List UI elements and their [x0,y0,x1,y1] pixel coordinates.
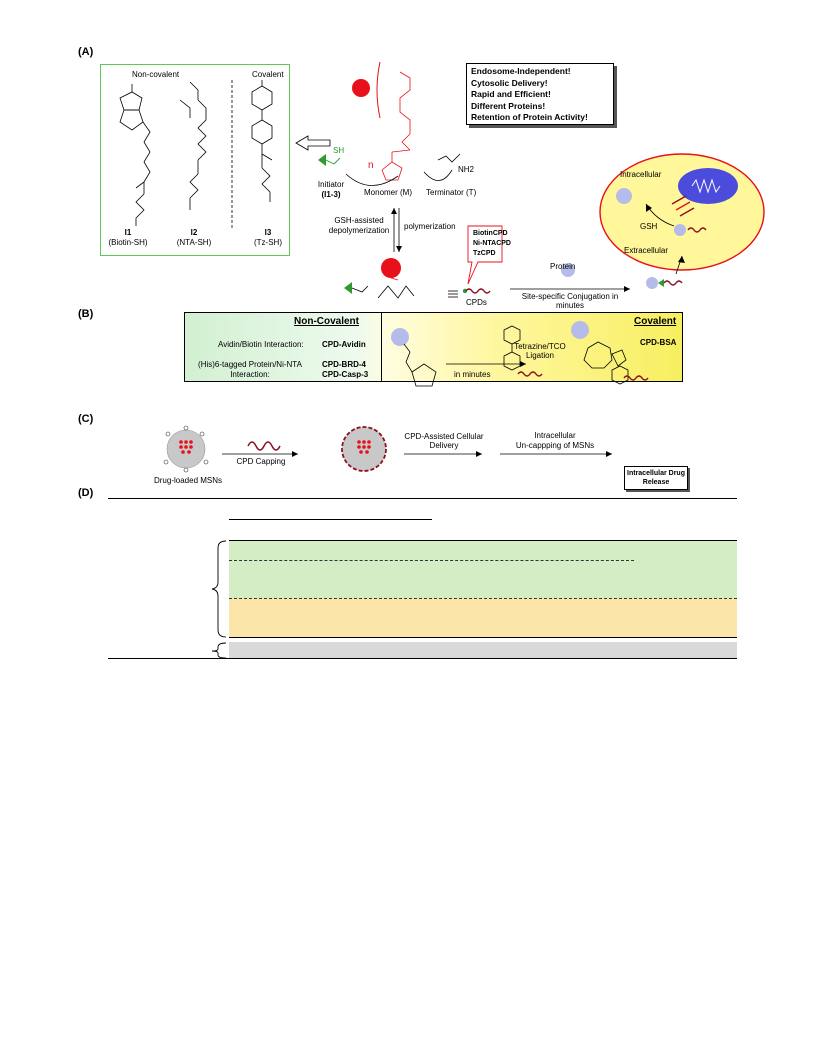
cpd-avidin: CPD-Avidin [322,340,366,349]
table-group-green [229,540,737,598]
covalent-title: Covalent [634,316,677,327]
n-label: n [368,160,374,171]
ligation-label: Tetrazine/TCO Ligation [514,342,566,360]
cpd-bsa: CPD-BSA [640,338,677,347]
extracellular-label: Extracellular [624,246,669,255]
sh-label: SH [333,146,345,155]
delivery-label: CPD-Assisted Cellular Delivery [404,432,484,450]
noncovalent-label: Non-covalent [132,70,180,79]
red-sphere-icon [352,79,370,97]
red-sphere-polymer-icon [381,258,401,278]
panel-c-label: (C) [78,413,94,425]
i2-code: I2 [190,228,198,237]
table-row-gray [229,642,737,658]
capped-msn-icon [341,426,387,472]
i3-code: I3 [264,228,272,237]
monomer-structure [381,71,411,181]
green-initiator-icon [318,154,341,166]
table-group-yellow [229,598,737,638]
i1-code: I1 [124,228,132,237]
intracellular-label: Intracellular [620,170,662,179]
his-codes: CPD-BRD-4 CPD-Casp-3 [322,360,368,380]
b-divider [381,312,382,382]
cpd-variants-list: BiotinCPD Ni-NTACPD TzCPD [473,229,511,259]
cpd-variant: Ni-NTACPD [473,240,511,247]
cpd-brd4: CPD-BRD-4 [322,360,366,369]
cpds-label: CPDs [466,298,487,307]
uncapping-label-2: Un-cappping of MSNs [515,441,595,450]
in-minutes-label: in minutes [454,370,491,379]
capping-label: CPD Capping [236,457,286,466]
noncovalent-title: Non-Covalent [294,316,359,327]
cpd-variant: BiotinCPD [473,230,508,237]
feature-item: Rapid and Efficient! [471,89,551,99]
drug-release-box: Intracellular Drug Release [624,466,688,490]
protein-label: Protein [550,262,576,271]
feature-item: Cytosolic Delivery! [471,77,548,88]
conjugation-label: Site-specific Conjugation in minutes [521,292,619,310]
monomer-label: Monomer (M) [364,188,413,197]
feature-item: Retention of Protein Activity! [471,112,588,122]
nh2-label: NH2 [458,165,475,174]
table-dashed-rule [229,560,634,561]
tetrazine-structure [251,80,273,202]
covalent-label: Covalent [252,70,284,79]
feature-item: Endosome-Independent! [471,66,571,76]
initiator-code: (I1-3) [321,190,341,199]
panel-a-label: (A) [78,46,94,58]
terminator-label: Terminator (T) [426,188,477,197]
cpd-casp3: CPD-Casp-3 [322,370,369,379]
his-text: (His)6-tagged Protein/Ni-NTA Interaction… [198,360,302,379]
hollow-arrow-icon [295,135,331,151]
uncapping-label-1: Intracellular [534,431,576,440]
initiator-label: Initiator [317,180,345,189]
i2-name: (NTA-SH) [176,238,212,247]
nta-structure [179,81,207,210]
initiator-structures-box [100,64,290,256]
protein-icon [561,263,575,277]
i1-name: (Biotin-SH) [108,238,148,247]
gsh-label: GSH [640,222,658,231]
gsh-depolymerization-label: GSH-assisted depolymerization [328,216,390,235]
table-top-rule [108,498,737,499]
nucleus-icon [678,168,738,204]
table-header-rule [229,519,432,520]
features-box: Endosome-Independent! Cytosolic Delivery… [466,63,614,125]
avidin-text: Avidin/Biotin Interaction: [218,340,304,349]
feature-item: Different Proteins! [471,100,546,111]
table-dashed-rule [229,598,737,599]
table-bottom-rule [108,658,737,659]
panel-d-label: (D) [78,487,94,499]
polymerization-label: polymerization [404,222,456,231]
biotin-structure [119,84,151,226]
cpd-variant: TzCPD [473,250,496,257]
msn-label: Drug-loaded MSNs [153,476,223,485]
panel-b-label: (B) [78,308,94,320]
i3-name: (Tz-SH) [254,238,282,247]
